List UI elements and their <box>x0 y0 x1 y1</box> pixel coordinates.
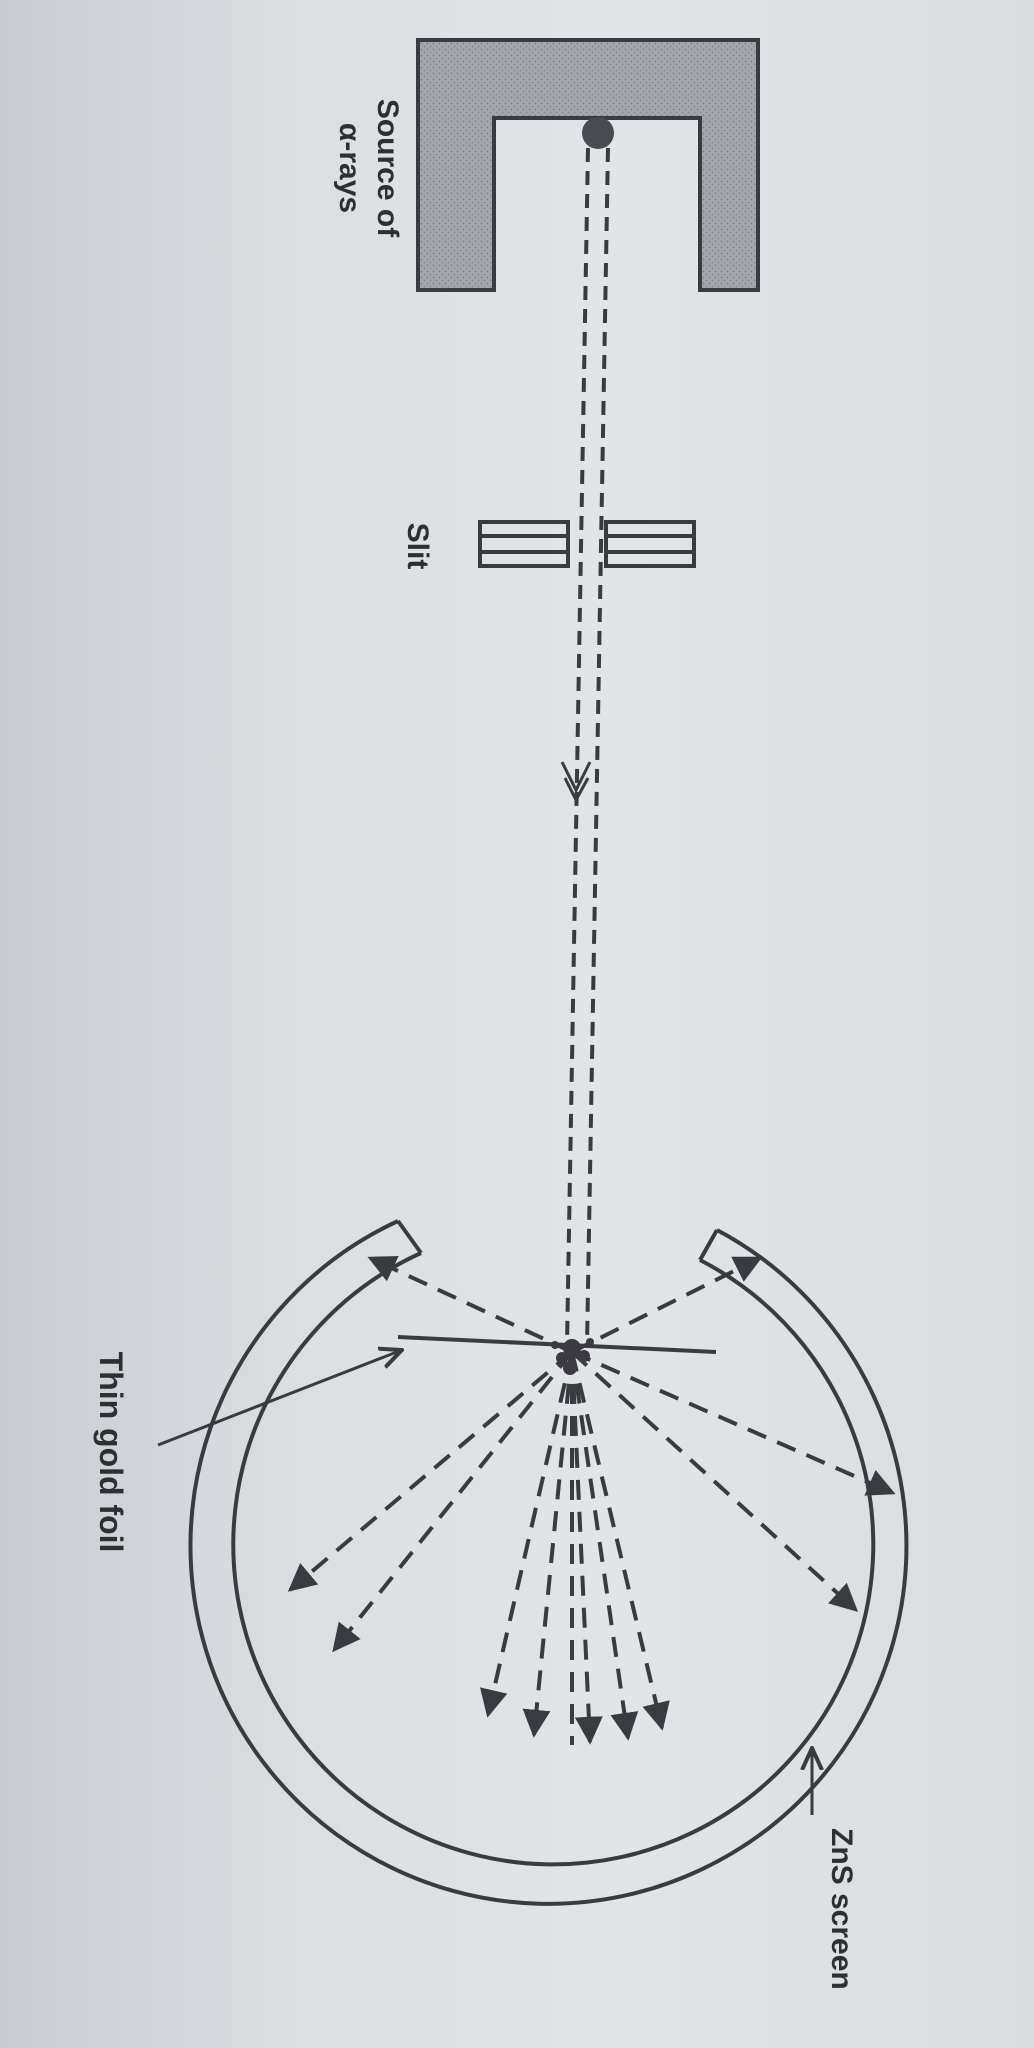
incident-beam <box>565 147 610 1346</box>
foil-leader-line <box>157 1350 402 1447</box>
zns-screen <box>188 1219 909 1906</box>
scattered-rays <box>287 1255 896 1745</box>
radioactive-sample <box>582 117 614 149</box>
foil-label: Thin gold foil <box>93 1352 129 1553</box>
beam-arrow-icon <box>560 761 592 804</box>
alpha-source-block <box>416 38 760 292</box>
slit-label: Slit <box>401 523 434 570</box>
slit <box>478 520 696 568</box>
source-label-line1: Source of <box>371 99 404 238</box>
screen-label: ZnS screen <box>825 1828 858 1990</box>
source-label-line2: α-rays <box>333 123 366 213</box>
